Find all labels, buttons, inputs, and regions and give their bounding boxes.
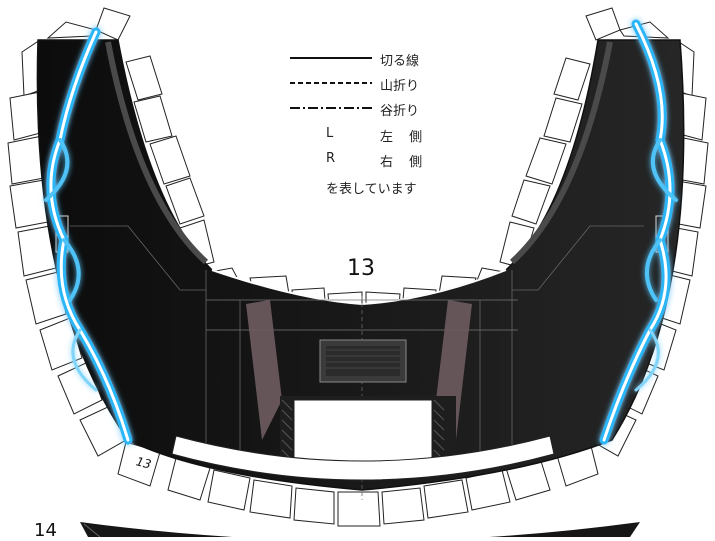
- next-part-preview: [80, 522, 640, 537]
- main-body: [36, 39, 685, 500]
- lightning-left: [44, 27, 133, 445]
- legend-lines: [290, 57, 372, 109]
- lightning-right: [599, 19, 678, 445]
